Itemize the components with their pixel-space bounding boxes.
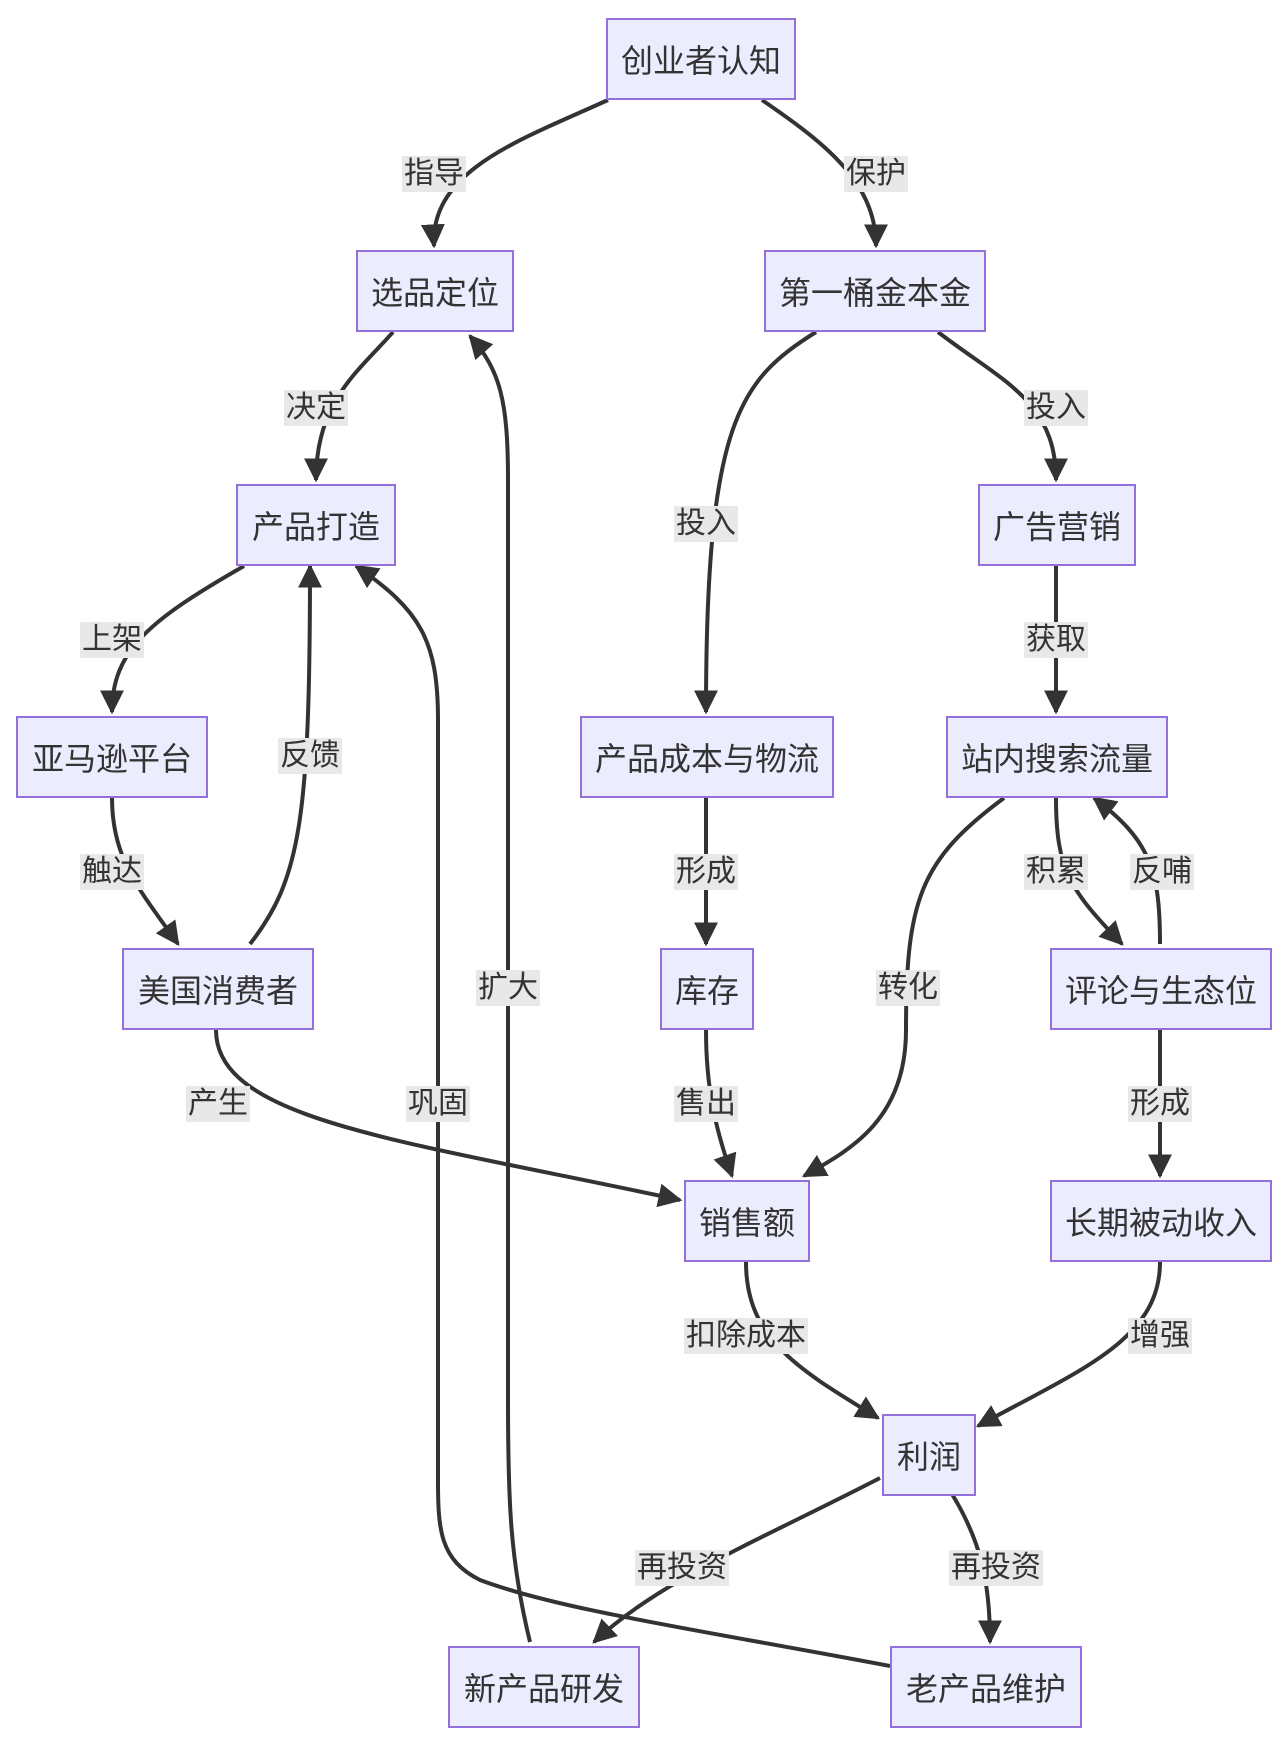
node-reviews-niche: 评论与生态位 [1050, 948, 1272, 1030]
edge-label-reach: 触达 [80, 854, 144, 890]
node-product-selection: 选品定位 [356, 250, 514, 332]
edge-label-expand: 扩大 [476, 970, 540, 1006]
node-new-product-rd: 新产品研发 [448, 1646, 640, 1728]
edge-label-acquire: 获取 [1024, 622, 1088, 658]
node-first-capital: 第一桶金本金 [764, 250, 986, 332]
node-founder-cognition: 创业者认知 [606, 18, 796, 100]
edge-label-feed-back: 反哺 [1130, 854, 1194, 890]
edge-traffic-to-sales [801, 796, 1006, 1178]
edge-label-protect: 保护 [844, 156, 908, 192]
node-sales: 销售额 [684, 1180, 810, 1262]
node-us-consumers: 美国消费者 [122, 948, 314, 1030]
edge-consumer-to-product [248, 563, 322, 946]
node-advertising: 广告营销 [978, 484, 1136, 566]
node-search-traffic: 站内搜索流量 [946, 716, 1168, 798]
edge-capital-to-ads [936, 330, 1068, 483]
node-cost-logistics: 产品成本与物流 [580, 716, 834, 798]
node-passive-income: 长期被动收入 [1050, 1180, 1272, 1262]
edge-capital-to-cost [694, 330, 818, 715]
node-profit: 利润 [882, 1414, 976, 1496]
edge-label-reinvest-old: 再投资 [949, 1550, 1043, 1586]
edge-label-reinvest-new: 再投资 [635, 1550, 729, 1586]
node-inventory: 库存 [660, 948, 754, 1030]
edge-label-convert: 转化 [876, 970, 940, 1006]
node-old-product-maintenance: 老产品维护 [890, 1646, 1082, 1728]
edge-cognition-to-selection [420, 98, 609, 249]
edge-label-deduct-cost: 扣除成本 [684, 1318, 808, 1354]
edge-label-enhance: 增强 [1128, 1318, 1192, 1354]
node-product-building: 产品打造 [236, 484, 396, 566]
edge-label-list: 上架 [80, 622, 144, 658]
edge-consumer-to-sales [214, 1029, 683, 1208]
edge-label-form-income: 形成 [1128, 1086, 1192, 1122]
edge-label-guide: 指导 [402, 156, 466, 192]
edge-label-consolidate: 巩固 [406, 1086, 470, 1122]
edge-label-invest-cost: 投入 [674, 506, 738, 542]
edge-label-form-stock: 形成 [674, 854, 738, 890]
node-amazon-platform: 亚马逊平台 [16, 716, 208, 798]
edge-label-accumulate: 积累 [1024, 854, 1088, 890]
edge-income-to-profit [975, 1261, 1162, 1428]
edge-label-generate: 产生 [186, 1086, 250, 1122]
edge-label-decide: 决定 [284, 390, 348, 426]
edge-label-sell: 售出 [674, 1086, 738, 1122]
edge-label-feedback: 反馈 [278, 738, 342, 774]
edge-cognition-to-capital [760, 98, 888, 249]
edge-oldproduct-to-product [354, 564, 891, 1668]
edge-newproduct-to-selection [468, 334, 532, 1643]
edge-label-invest-ads: 投入 [1024, 390, 1088, 426]
